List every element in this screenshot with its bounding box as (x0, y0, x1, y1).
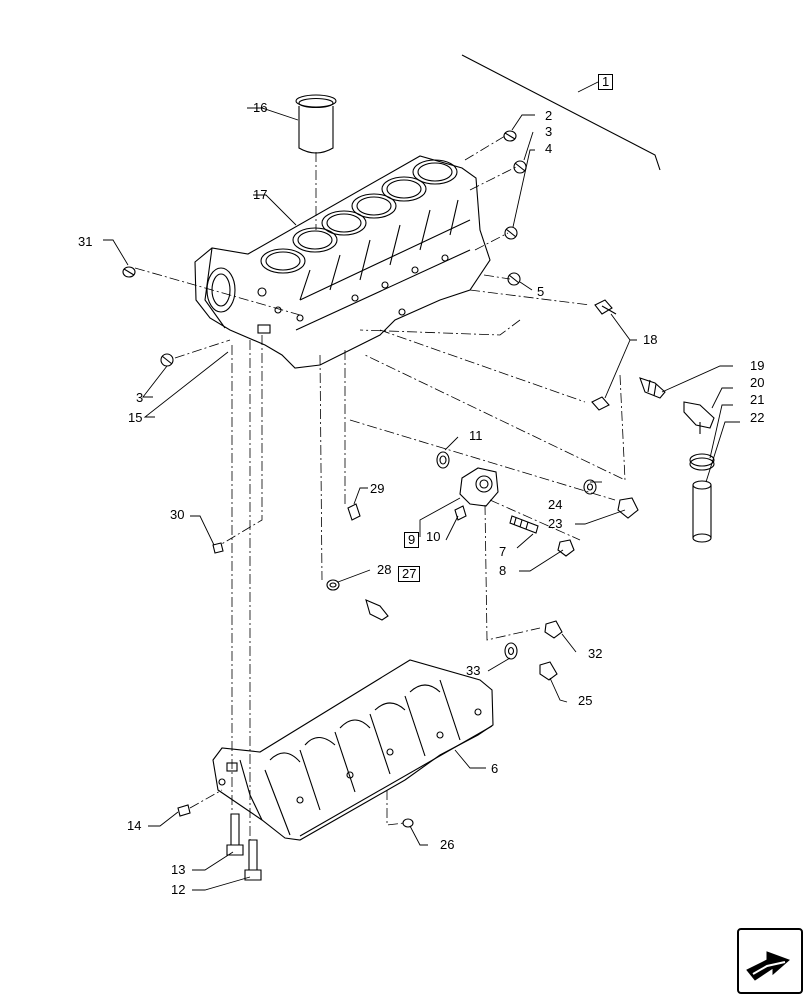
callout-1: 1 (598, 74, 614, 90)
screw-18-lower (591, 396, 610, 411)
fitting-27 (365, 599, 389, 621)
callout-23: 23 (548, 516, 563, 531)
plug-31 (122, 266, 136, 278)
callout-19: 19 (750, 358, 765, 373)
callout-21: 21 (750, 392, 765, 407)
callout-6: 6 (491, 761, 499, 776)
plug-2 (503, 130, 517, 142)
bolt-25 (539, 661, 558, 681)
callout-10: 10 (426, 529, 441, 544)
callout-17: 17 (253, 187, 268, 202)
callout-30: 30 (170, 507, 185, 522)
nut-8 (557, 539, 575, 557)
callout-29: 29 (370, 481, 385, 496)
clamp-21 (689, 453, 715, 471)
washer-11 (436, 451, 450, 469)
callout-13: 13 (171, 862, 186, 877)
cylinder-block (194, 155, 491, 369)
next-page-arrow-icon (746, 951, 790, 981)
callout-33: 33 (466, 663, 481, 678)
callout-24: 24 (548, 497, 563, 512)
plug-3 (513, 160, 527, 174)
callout-22: 22 (750, 410, 765, 425)
bolt-13 (226, 813, 244, 856)
bedplate (212, 659, 494, 841)
oring-28 (326, 579, 340, 591)
callout-9: 9 (404, 532, 420, 548)
callout-8: 8 (499, 563, 507, 578)
bolt-12 (244, 839, 262, 881)
pin-14 (177, 804, 191, 817)
fitting-19 (639, 377, 666, 399)
callout-31: 31 (78, 234, 93, 249)
plug-26 (402, 818, 414, 828)
callout-5: 5 (537, 284, 545, 299)
washer-33 (504, 642, 518, 660)
bolt-32 (544, 620, 563, 639)
cylinder-liner (295, 94, 337, 154)
plug-4 (504, 226, 518, 240)
next-page-button[interactable] (737, 928, 803, 994)
callout-15: 15 (128, 410, 143, 425)
screw-18-upper (594, 299, 617, 315)
callout-28: 28 (377, 562, 392, 577)
callout-32: 32 (588, 646, 603, 661)
bolt-23 (617, 497, 639, 519)
callout-20: 20 (750, 375, 765, 390)
callout-26: 26 (440, 837, 455, 852)
callout-12: 12 (171, 882, 186, 897)
callout-25: 25 (578, 693, 593, 708)
callout-3b: 3 (136, 390, 144, 405)
assembly-bracket (461, 54, 661, 171)
callout-4: 4 (545, 141, 553, 156)
callout-11: 11 (469, 428, 483, 443)
fitting-29 (347, 503, 361, 521)
callout-14: 14 (127, 818, 142, 833)
washer-24 (583, 479, 597, 495)
pin-30 (212, 542, 224, 554)
tube-22 (692, 480, 712, 543)
sensor-20 (683, 401, 715, 434)
stud-7 (509, 515, 539, 534)
callout-27: 27 (398, 566, 421, 582)
callout-3a: 3 (545, 124, 553, 139)
callout-7: 7 (499, 544, 507, 559)
callout-16: 16 (253, 100, 268, 115)
callout-18: 18 (643, 332, 658, 347)
plug-3b (160, 353, 174, 367)
valve-assembly (454, 467, 499, 521)
callout-2: 2 (545, 108, 553, 123)
